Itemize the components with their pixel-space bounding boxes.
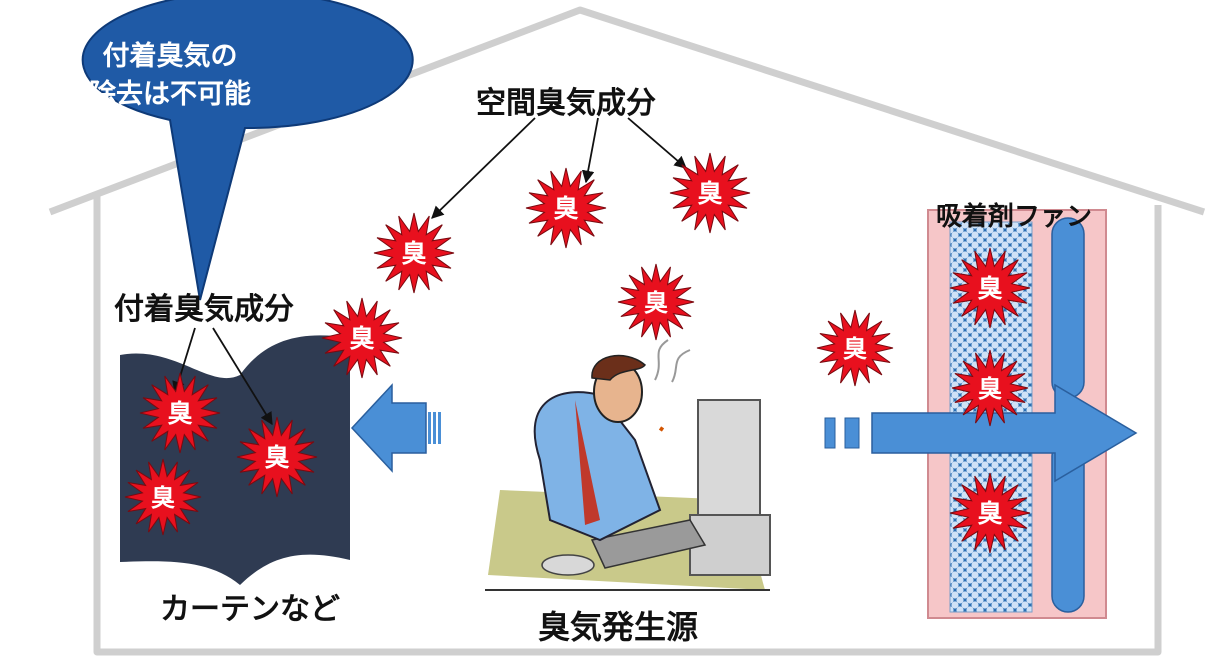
starburst-icon: 臭: [949, 472, 1031, 554]
arrow-right-icon: [824, 383, 1138, 483]
starburst-icon: 臭: [816, 309, 894, 387]
odor-glyph: 臭: [977, 274, 1002, 303]
pointer-arrows: [172, 117, 687, 426]
starburst-icon: 臭: [139, 372, 221, 454]
callout-line-2: 除去は不可能: [89, 79, 251, 110]
callout-bubble: [81, 0, 414, 301]
odor-glyph: 臭: [978, 375, 1002, 403]
starburst-icon: 臭: [373, 212, 455, 294]
starburst-icon: 臭: [617, 263, 695, 341]
odor-glyph: 臭: [349, 324, 374, 353]
odor-bursts: 臭臭臭臭臭臭臭臭臭臭臭臭: [124, 152, 1031, 554]
fan-label: 吸着剤ファン: [936, 202, 1093, 232]
odor-glyph: 臭: [977, 499, 1002, 528]
odor-glyph: 臭: [843, 335, 867, 363]
odor-glyph: 臭: [401, 239, 426, 268]
curtain-shape: [120, 335, 350, 585]
callout-line-1: 付着臭気の: [102, 41, 238, 72]
odor-glyph: 臭: [264, 443, 289, 472]
starburst-icon: 臭: [949, 247, 1031, 329]
space-odor-label: 空間臭気成分: [476, 86, 656, 121]
starburst-icon: 臭: [951, 349, 1029, 427]
person-at-computer-illustration: [485, 339, 771, 591]
starburst-icon: 臭: [321, 297, 403, 379]
starburst-icon: 臭: [525, 167, 607, 249]
starburst-icon: 臭: [124, 458, 202, 536]
starburst-icon: 臭: [669, 152, 751, 234]
odor-glyph: 臭: [151, 484, 175, 512]
callout-text: 付着臭気の 除去は不可能: [40, 38, 300, 114]
attached-odor-label: 付着臭気成分: [114, 292, 294, 327]
odor-glyph: 臭: [644, 289, 668, 317]
odor-glyph: 臭: [697, 179, 722, 208]
odor-glyph: 臭: [553, 194, 578, 223]
curtain-label: カーテンなど: [160, 592, 340, 627]
odor-glyph: 臭: [167, 399, 192, 428]
source-label: 臭気発生源: [538, 608, 699, 646]
starburst-icon: 臭: [236, 416, 318, 498]
arrow-left-icon: [350, 383, 441, 473]
